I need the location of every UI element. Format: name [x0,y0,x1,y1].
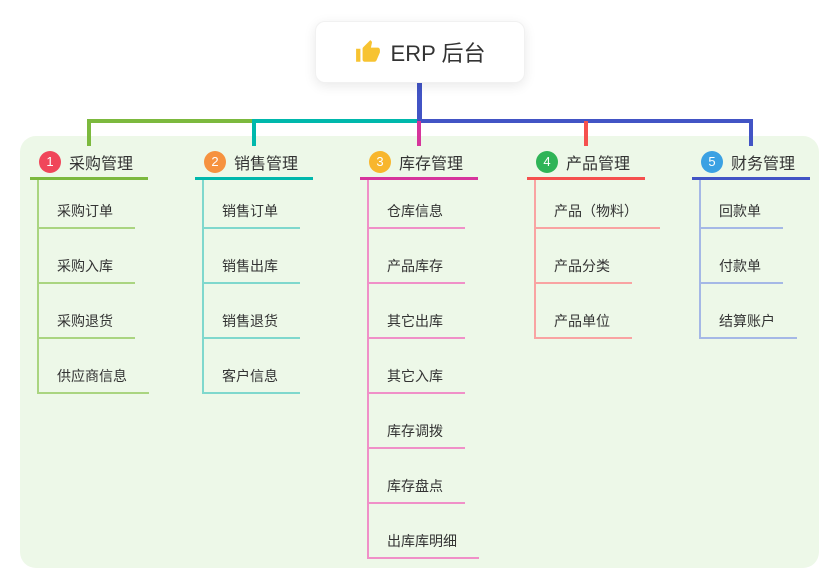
connector-drop-2 [252,121,256,146]
child-label: 其它出库 [387,313,443,329]
connector-stem [416,81,422,123]
connector-bus-middle [252,119,421,123]
child-node[interactable]: 回款单 [701,180,783,229]
child-label: 付款单 [719,258,761,274]
child-label: 产品分类 [554,258,610,274]
branch-number-badge: 1 [39,150,61,173]
child-label: 出库库明细 [387,533,457,549]
child-node[interactable]: 库存盘点 [369,449,465,504]
branch-label: 采购管理 [69,155,134,173]
child-label: 结算账户 [719,313,775,329]
child-node[interactable]: 产品单位 [536,284,632,339]
branch-3: 3 库存管理仓库信息产品库存其它出库其它入库库存调拨库存盘点出库库明细 [360,146,479,559]
child-label: 销售订单 [222,203,278,219]
child-node[interactable]: 结算账户 [701,284,797,339]
child-label: 产品库存 [387,258,443,274]
thumbs-up-icon [355,39,381,65]
child-node[interactable]: 供应商信息 [39,339,149,394]
branch-number-badge: 5 [701,150,723,173]
child-label: 仓库信息 [387,203,443,219]
root-node[interactable]: ERP 后台 [315,21,525,83]
child-node[interactable]: 仓库信息 [369,180,465,229]
connector-drop-4 [584,121,588,146]
child-node[interactable]: 其它出库 [369,284,465,339]
branch-children: 采购订单采购入库采购退货供应商信息 [37,180,149,394]
child-node[interactable]: 库存调拨 [369,394,465,449]
child-node[interactable]: 采购退货 [39,284,135,339]
child-node[interactable]: 产品分类 [536,229,632,284]
branch-label: 财务管理 [731,155,796,173]
branch-children: 销售订单销售出库销售退货客户信息 [202,180,300,394]
branch-label: 产品管理 [566,155,631,173]
child-label: 产品（物料） [554,203,638,219]
root-label: ERP 后台 [390,41,486,66]
branch-label: 销售管理 [234,155,299,173]
branch-title-4[interactable]: 4 产品管理 [527,146,645,180]
child-label: 库存盘点 [387,478,443,494]
mindmap-panel [20,136,819,568]
child-label: 库存调拨 [387,423,443,439]
child-label: 其它入库 [387,368,443,384]
child-node[interactable]: 销售出库 [204,229,300,284]
child-node[interactable]: 出库库明细 [369,504,479,559]
branch-children: 仓库信息产品库存其它出库其它入库库存调拨库存盘点出库库明细 [367,180,479,559]
branch-5: 5 财务管理回款单付款单结算账户 [692,146,810,339]
branch-children: 回款单付款单结算账户 [699,180,797,339]
connector-drop-5 [749,121,753,146]
child-node[interactable]: 采购订单 [39,180,135,229]
connector-bus-left [87,119,256,123]
child-node[interactable]: 产品（物料） [536,180,660,229]
child-label: 采购订单 [57,203,113,219]
connector-drop-3 [417,121,421,146]
child-label: 供应商信息 [57,368,127,384]
branch-number-badge: 3 [369,150,391,173]
child-label: 客户信息 [222,368,278,384]
branch-2: 2 销售管理销售订单销售出库销售退货客户信息 [195,146,313,394]
child-node[interactable]: 销售订单 [204,180,300,229]
branch-1: 1 采购管理采购订单采购入库采购退货供应商信息 [30,146,149,394]
child-node[interactable]: 产品库存 [369,229,465,284]
branch-children: 产品（物料） 产品分类产品单位 [534,180,660,339]
branch-number-badge: 2 [204,150,226,173]
branch-title-2[interactable]: 2 销售管理 [195,146,313,180]
child-node[interactable]: 付款单 [701,229,783,284]
child-node[interactable]: 销售退货 [204,284,300,339]
branch-4: 4 产品管理产品（物料） 产品分类产品单位 [527,146,660,339]
child-label: 采购退货 [57,313,113,329]
branch-number-badge: 4 [536,150,558,173]
branch-label: 库存管理 [399,155,464,173]
child-label: 产品单位 [554,313,610,329]
branch-title-1[interactable]: 1 采购管理 [30,146,148,180]
child-node[interactable]: 采购入库 [39,229,135,284]
child-label: 销售出库 [222,258,278,274]
child-label: 采购入库 [57,258,113,274]
child-node[interactable]: 其它入库 [369,339,465,394]
child-label: 回款单 [719,203,761,219]
child-label: 销售退货 [222,313,278,329]
connector-drop-1 [87,121,91,146]
child-node[interactable]: 客户信息 [204,339,300,394]
branch-title-3[interactable]: 3 库存管理 [360,146,478,180]
branch-title-5[interactable]: 5 财务管理 [692,146,810,180]
